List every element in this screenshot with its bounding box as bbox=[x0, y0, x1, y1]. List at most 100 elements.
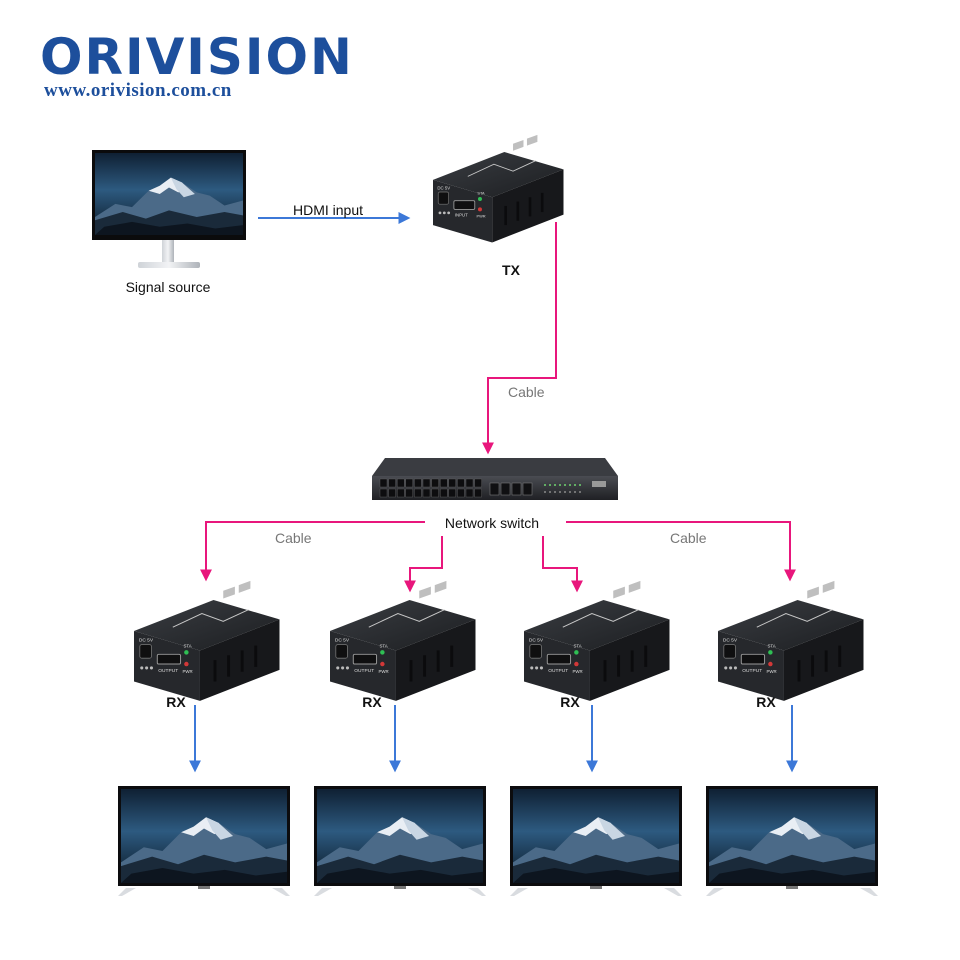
device-logo-mark bbox=[467, 160, 536, 177]
tv-foot-right bbox=[272, 888, 290, 896]
device-side bbox=[395, 619, 476, 701]
status-led bbox=[559, 484, 561, 486]
vent-slot bbox=[617, 655, 621, 677]
hdmi-port bbox=[352, 653, 378, 665]
pwr-label: PWR bbox=[767, 669, 777, 674]
ethernet-port bbox=[388, 478, 396, 488]
vent-slot bbox=[423, 655, 427, 677]
downlink-cable-arrow bbox=[566, 521, 796, 582]
tv-sensor bbox=[590, 886, 602, 889]
downlink-cable-label-right: Cable bbox=[670, 530, 707, 546]
status-led bbox=[579, 491, 581, 493]
sta-label: STA bbox=[767, 644, 775, 649]
dc-jack bbox=[437, 191, 450, 205]
ethernet-port bbox=[388, 488, 396, 498]
pwr-label: PWR bbox=[477, 213, 486, 218]
vent-slot bbox=[254, 645, 258, 667]
ethernet-port bbox=[422, 478, 431, 488]
screw bbox=[336, 666, 340, 670]
switch-badge bbox=[592, 481, 606, 487]
status-led bbox=[574, 491, 576, 493]
tv-screen bbox=[121, 789, 287, 883]
vent-slot bbox=[213, 660, 217, 682]
status-led bbox=[549, 491, 551, 493]
device-logo-mark bbox=[562, 609, 639, 628]
network-switch-label: Network switch bbox=[444, 515, 540, 531]
screw bbox=[447, 211, 451, 215]
device-label-block bbox=[628, 580, 641, 593]
ethernet-port bbox=[457, 488, 465, 498]
screw bbox=[442, 211, 446, 215]
vent-slot bbox=[630, 650, 634, 672]
display-tv bbox=[510, 786, 682, 896]
screw bbox=[729, 666, 733, 670]
device-side bbox=[199, 619, 280, 701]
device-side bbox=[783, 619, 864, 701]
downlink-cable-arrow bbox=[200, 521, 425, 582]
downlink-cable-label-left: Cable bbox=[275, 530, 312, 546]
screw bbox=[539, 666, 544, 670]
hdmi-input-label: HDMI input bbox=[293, 202, 364, 218]
status-led bbox=[564, 484, 566, 486]
tv-sensor bbox=[786, 886, 798, 889]
status-led bbox=[564, 491, 566, 493]
monitor-screen bbox=[95, 153, 243, 235]
signal-source-monitor bbox=[92, 150, 246, 268]
sfp-port bbox=[489, 482, 500, 496]
sta-label: STA bbox=[573, 644, 581, 649]
screw bbox=[724, 666, 728, 670]
ethernet-port bbox=[448, 488, 456, 498]
port-label: INPUT bbox=[455, 212, 468, 217]
tv-sensor bbox=[198, 886, 210, 889]
downlink-cable-arrow bbox=[542, 536, 583, 593]
rx-label: RX bbox=[560, 694, 580, 710]
hdmi-port bbox=[740, 653, 766, 665]
device-logo-mark bbox=[756, 609, 833, 628]
status-led bbox=[554, 484, 556, 486]
tv-foot-right bbox=[860, 888, 878, 896]
device-label-block bbox=[807, 586, 819, 599]
status-led bbox=[544, 491, 546, 493]
device-logo-mark bbox=[368, 609, 445, 628]
screw bbox=[341, 666, 345, 670]
ethernet-port bbox=[397, 478, 405, 488]
vent-slot bbox=[603, 660, 607, 682]
device-label-block bbox=[223, 586, 235, 599]
device-label-block bbox=[613, 586, 625, 599]
sfp-port bbox=[500, 482, 511, 496]
port-label: OUTPUT bbox=[158, 668, 178, 674]
ethernet-port bbox=[414, 478, 422, 488]
dc-jack bbox=[723, 644, 736, 659]
dc-jack bbox=[529, 644, 542, 659]
vent-slot bbox=[409, 660, 413, 682]
ethernet-port bbox=[379, 478, 388, 488]
pwr-led bbox=[574, 661, 579, 667]
hdmi-port bbox=[453, 200, 476, 210]
hdmi-port bbox=[546, 653, 572, 665]
dc-jack bbox=[139, 644, 152, 659]
ethernet-port bbox=[474, 478, 482, 488]
ethernet-port bbox=[448, 478, 456, 488]
switch-top bbox=[372, 458, 618, 476]
ethernet-port bbox=[431, 478, 439, 488]
tv-foot-right bbox=[468, 888, 486, 896]
pwr-led bbox=[184, 661, 189, 667]
display-tv bbox=[314, 786, 486, 896]
dc-label: DC 5V bbox=[529, 638, 544, 644]
display-tv bbox=[118, 786, 290, 896]
port-label: OUTPUT bbox=[354, 668, 374, 674]
ethernet-port bbox=[397, 488, 405, 498]
ethernet-port bbox=[440, 478, 448, 488]
vent-slot bbox=[436, 650, 440, 672]
status-led bbox=[544, 484, 546, 486]
device-logo-mark bbox=[172, 609, 249, 628]
downlink-cable-arrow bbox=[404, 536, 443, 593]
brand-url: www.orivision.com.cn bbox=[44, 80, 232, 101]
dc-jack bbox=[335, 644, 348, 659]
vent-slot bbox=[644, 645, 648, 667]
tv-foot-left bbox=[706, 888, 724, 896]
vent-slot bbox=[824, 650, 828, 672]
